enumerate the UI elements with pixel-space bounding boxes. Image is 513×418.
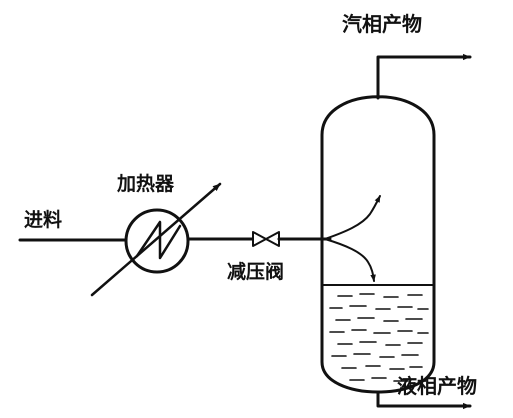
valve-label: 减压阀 [227,261,285,283]
liquid-outlet-line [376,391,472,410]
liquid-fill [329,293,429,382]
liquid-split-arrow [324,238,376,282]
vapor-split-arrow [324,195,381,240]
heater [90,182,222,297]
vapor-outlet-line [376,53,472,100]
heater-arrow [90,182,222,297]
feed-label: 进料 [24,209,63,231]
heater-coil [135,220,182,260]
heater-body [124,208,190,274]
vapor-product-label: 汽相产物 [342,12,422,36]
heater-label: 加热器 [117,173,175,195]
flash-drum [320,95,436,394]
valve-icon [252,231,280,247]
liquid-product-label: 液相产物 [397,374,477,398]
